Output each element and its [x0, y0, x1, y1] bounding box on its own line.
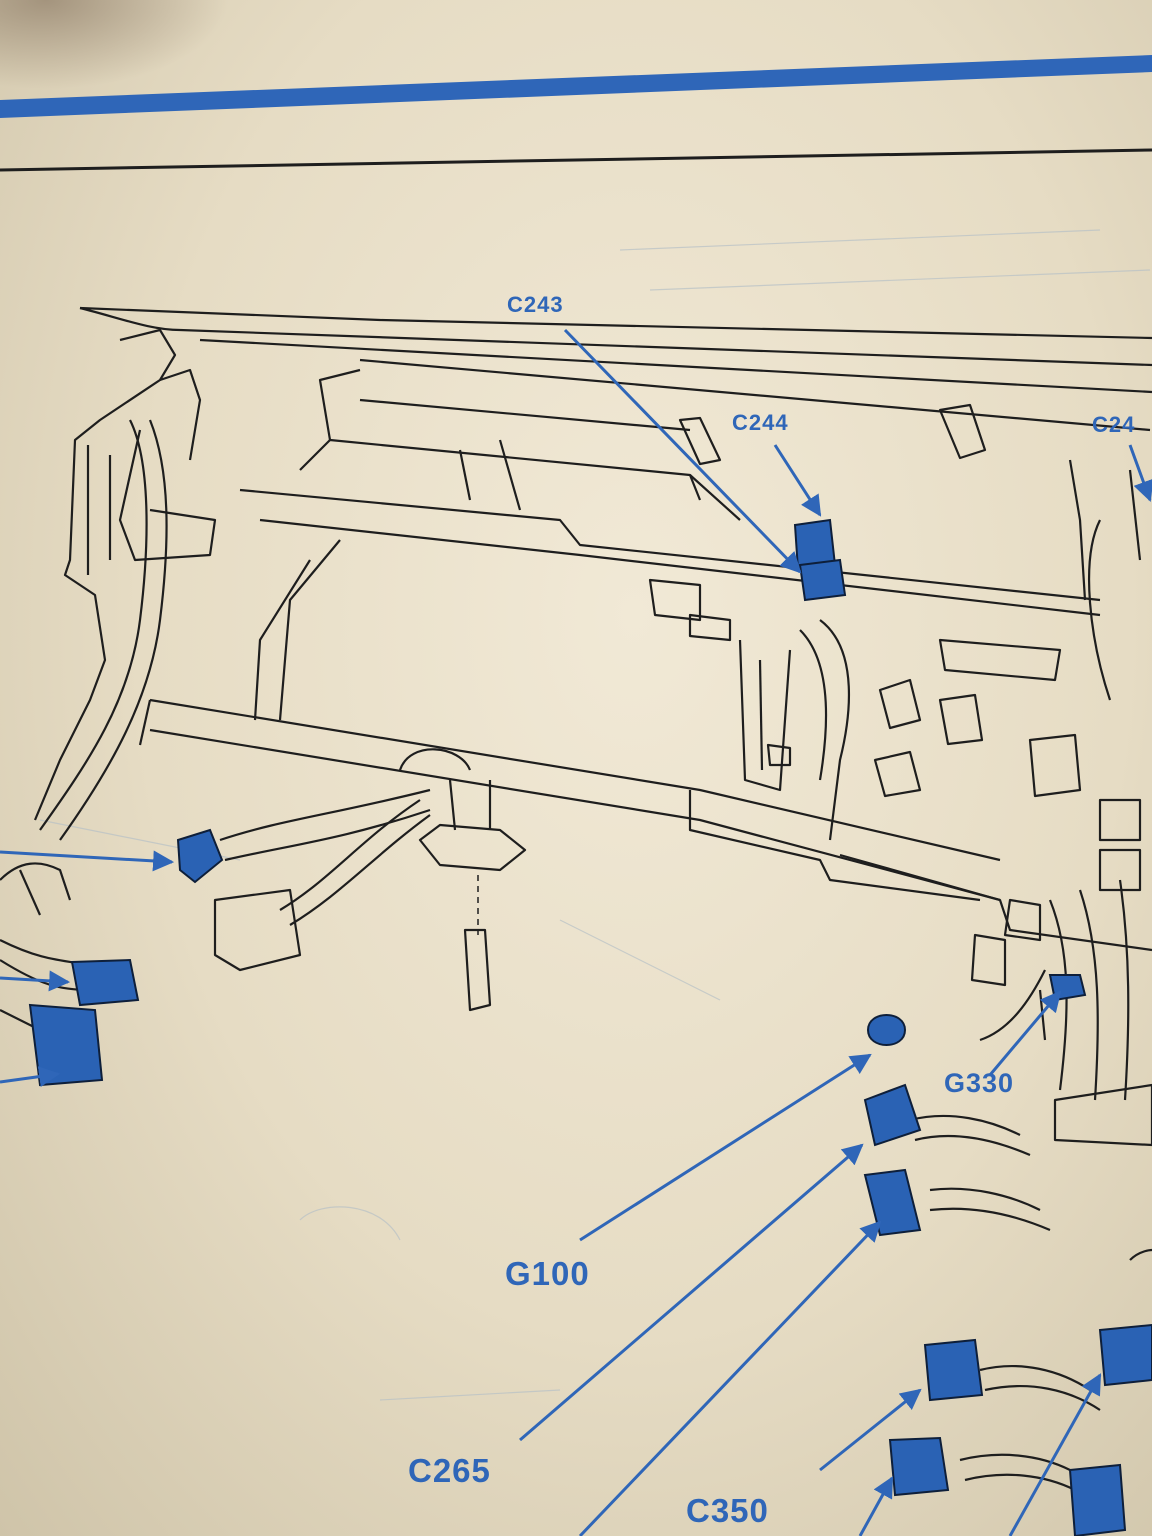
arrow-left-b: [0, 1066, 61, 1087]
connector-c265-b: [863, 1168, 922, 1237]
connector-left-mid: [176, 828, 224, 884]
label-c350: C350: [686, 1492, 769, 1529]
finger-shadow: [0, 0, 230, 90]
connector-c350-b: [888, 1436, 950, 1497]
arrow-g330: [988, 990, 1062, 1076]
connector-c265: [863, 1083, 922, 1147]
arrow-c350-b: [858, 1476, 894, 1536]
arrow-c24x: [1128, 444, 1152, 502]
connector-right-b: [1068, 1463, 1127, 1536]
label-c24-partial: C24: [1092, 412, 1136, 437]
connector-c350-a: [923, 1338, 984, 1402]
header-blue-band: [0, 55, 1152, 118]
dashboard-outline: [0, 306, 1152, 1491]
arrow-left-a: [0, 970, 71, 992]
connector-right-a: [1098, 1323, 1152, 1387]
arrow-left-mid: [0, 850, 175, 872]
connector-c243: [798, 558, 847, 602]
blue-connectors: [28, 518, 1152, 1536]
header-rule: [0, 148, 1152, 172]
connector-g100-ring: [866, 1014, 907, 1046]
arrow-c244: [773, 444, 822, 517]
arrow-c350-a: [819, 1388, 922, 1472]
label-g330: G330: [944, 1068, 1015, 1098]
bleed-through-lines: [39, 229, 1151, 1401]
label-g100: G100: [505, 1255, 590, 1292]
connector-left-b: [28, 1003, 104, 1087]
arrow-c265-a: [519, 1143, 864, 1442]
arrow-c243: [563, 328, 802, 574]
arrow-c265-b: [578, 1220, 882, 1536]
label-c265: C265: [408, 1452, 491, 1489]
label-c244: C244: [732, 410, 789, 435]
connector-left-a: [70, 958, 140, 1007]
arrow-right-a: [1008, 1373, 1102, 1536]
callout-arrows: [0, 328, 1152, 1536]
label-c243: C243: [507, 292, 564, 317]
arrow-g100: [579, 1053, 872, 1242]
